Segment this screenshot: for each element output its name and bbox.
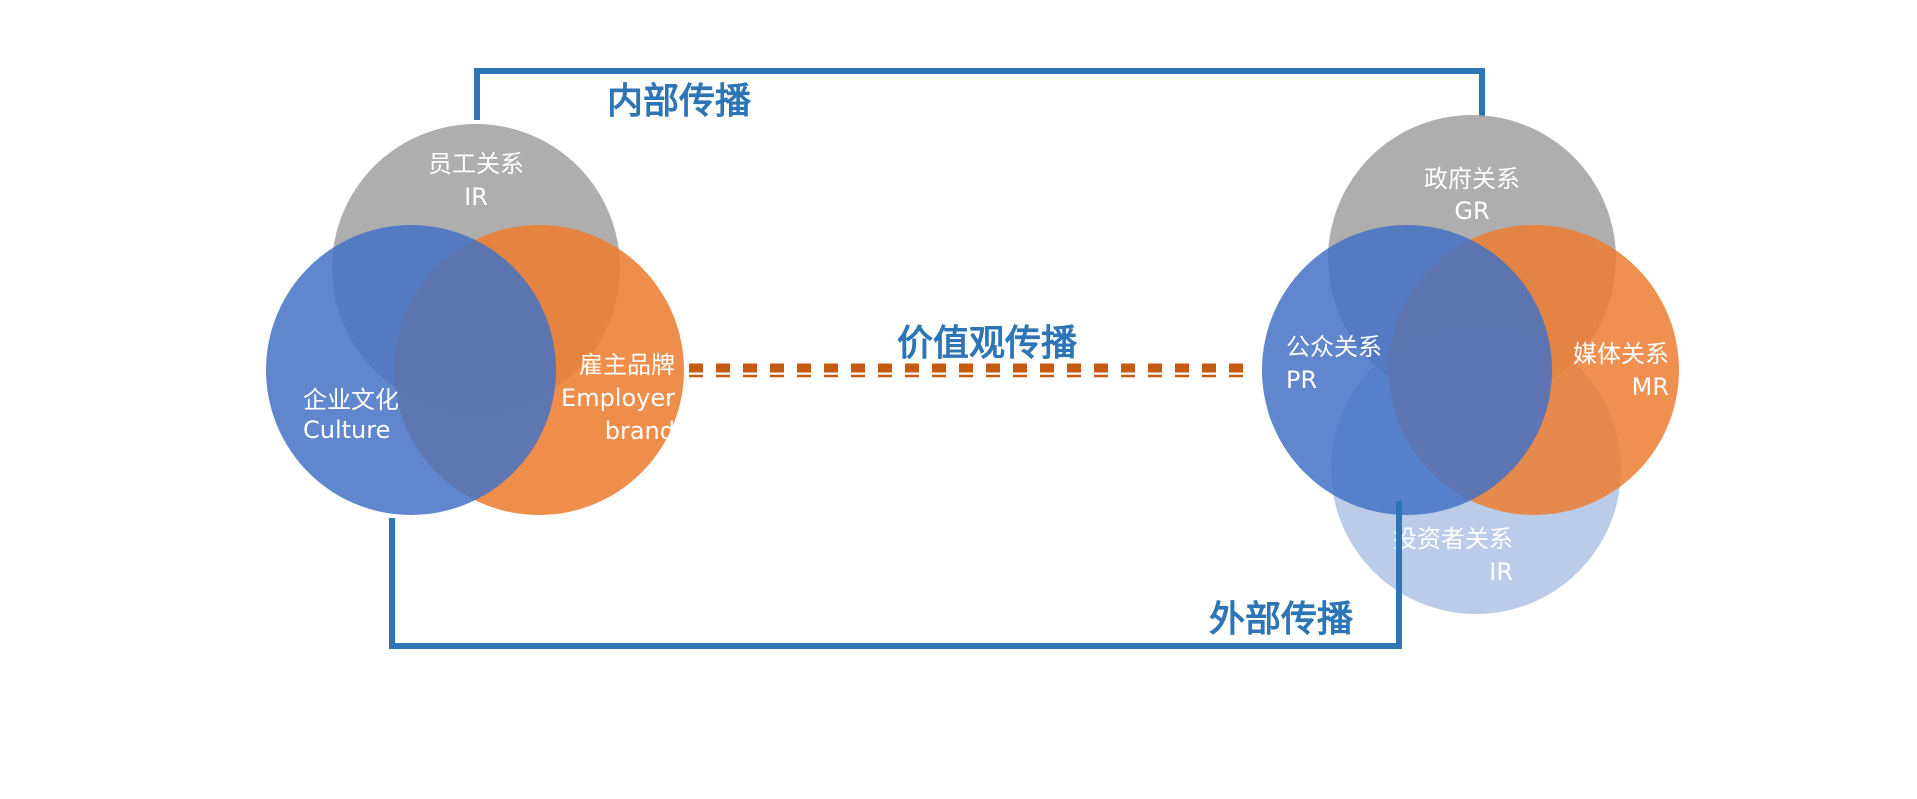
investor-relations-label: 投资者关系: [1393, 525, 1513, 553]
employer-brand-en-label-2: brand: [605, 417, 675, 445]
employee-relations-label: 员工关系: [428, 150, 524, 178]
government-relations-abbr: GR: [1454, 197, 1489, 225]
internal-communication-title: 内部传播: [607, 81, 752, 122]
employer-brand-label: 雇主品牌: [579, 351, 675, 379]
culture-en-label: Culture: [303, 416, 390, 444]
employee-relations-abbr: IR: [464, 183, 488, 211]
public-relations-label: 公众关系: [1286, 333, 1382, 361]
public-relations-abbr: PR: [1286, 366, 1317, 394]
media-relations-abbr: MR: [1632, 373, 1669, 401]
culture-label: 企业文化: [303, 386, 399, 414]
public-relations-circle: [1262, 225, 1552, 515]
investor-relations-abbr: IR: [1489, 558, 1513, 586]
government-relations-label: 政府关系: [1424, 165, 1520, 193]
external-venn: 政府关系 GR 公众关系 PR 媒体关系 MR 投资者关系 IR: [1262, 115, 1679, 614]
internal-venn: 员工关系 IR 企业文化 Culture 雇主品牌 Employer brand: [266, 124, 684, 515]
value-communication-connector: [689, 363, 1250, 378]
external-communication-title: 外部传播: [1209, 599, 1354, 640]
employer-brand-en-label-1: Employer: [561, 384, 675, 412]
culture-circle: [266, 225, 556, 515]
media-relations-label: 媒体关系: [1573, 340, 1669, 368]
value-communication-title: 价值观传播: [897, 323, 1078, 364]
internal-communication-connector: [474, 68, 1485, 120]
